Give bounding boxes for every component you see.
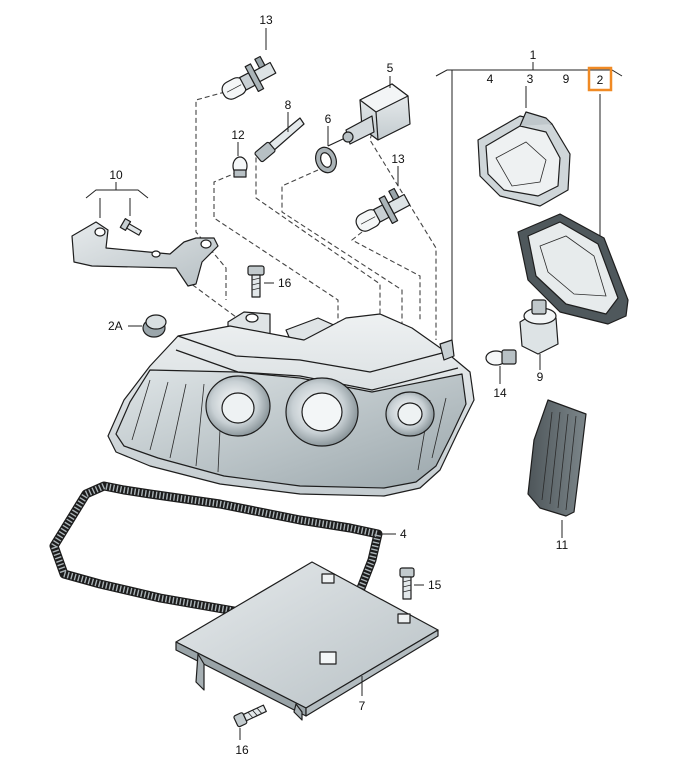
cap-2A (128, 314, 167, 338)
bulb-14 (485, 349, 517, 384)
callout-2A: 2A (108, 319, 123, 333)
callout-16-bottom: 16 (235, 743, 249, 757)
screw-icon (119, 218, 142, 236)
callout-5: 5 (387, 61, 394, 75)
callout-7: 7 (359, 699, 366, 713)
callout-6: 6 (325, 112, 332, 126)
callout-12: 12 (231, 128, 245, 142)
screw-16-mid (247, 265, 274, 298)
callout-15: 15 (428, 578, 442, 592)
callout-14: 14 (493, 386, 507, 400)
small-bulb-icon (232, 156, 248, 178)
callout-2: 2 (597, 73, 604, 87)
bulb-13-top (221, 28, 277, 100)
bulb-icon (221, 55, 277, 100)
callout-3: 3 (527, 72, 534, 86)
screw-16-bottom (233, 704, 267, 740)
screw-icon (247, 265, 265, 298)
callout-4-sub: 4 (487, 72, 494, 86)
bulb-13-mid (355, 166, 411, 232)
bulb-icon (355, 187, 411, 232)
callout-13-top: 13 (259, 13, 273, 27)
marker-strip-11 (527, 399, 587, 538)
cover-plate-7 (175, 561, 439, 721)
socket-9 (519, 299, 559, 370)
headlight-housing (107, 311, 475, 497)
small-bulb-icon (485, 349, 517, 366)
callout-8: 8 (285, 98, 292, 112)
callout-13-mid: 13 (391, 152, 405, 166)
retaining-ring-6 (315, 126, 337, 174)
ballast-5 (327, 76, 411, 147)
callout-1: 1 (530, 48, 537, 62)
callout-11: 11 (556, 538, 569, 552)
callout-labels: 1 4 3 9 2 13 5 8 12 6 13 10 16 2A 9 14 1… (108, 13, 604, 757)
callout-10: 10 (109, 168, 123, 182)
bulb-holder-8 (254, 112, 305, 163)
group-bracket-1 (435, 62, 623, 358)
highlight-box-2 (587, 66, 613, 92)
screw-icon (399, 567, 415, 600)
gasket-frame-2 (517, 94, 629, 325)
cover-3 (477, 86, 571, 207)
callout-16-mid: 16 (278, 276, 292, 290)
small-bulb-12 (232, 142, 248, 178)
bracket-10 (71, 182, 219, 287)
screw-15 (399, 567, 424, 600)
callout-4-gasket: 4 (400, 527, 407, 541)
lens-gasket-4 (49, 481, 396, 623)
callout-9-sub: 9 (563, 72, 570, 86)
callout-9: 9 (537, 370, 544, 384)
ring-icon (315, 146, 337, 174)
screw-icon (233, 704, 267, 728)
